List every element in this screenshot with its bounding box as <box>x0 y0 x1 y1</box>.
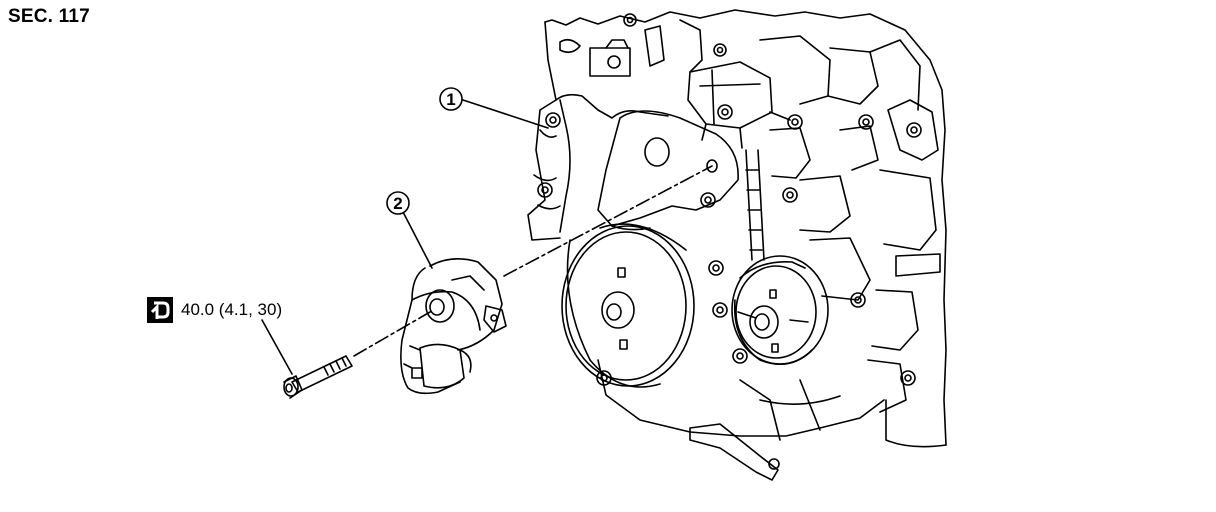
section-title: SEC. 117 <box>8 6 90 27</box>
tensioner-bolt <box>283 355 353 399</box>
torque-spec: 40.0 (4.1, 30) <box>147 297 282 323</box>
torque-wrench-icon <box>147 297 173 323</box>
idler-pulley <box>731 255 829 366</box>
svg-text:2: 2 <box>393 194 402 213</box>
callout-2: 2 <box>386 191 410 215</box>
crankshaft-pulley <box>561 223 695 388</box>
drive-belt-auto-tensioner <box>400 258 507 395</box>
svg-text:1: 1 <box>446 90 455 109</box>
torque-value: 40.0 (4.1, 30) <box>181 300 283 319</box>
engine-block <box>527 9 947 481</box>
engine-bolts <box>537 13 922 386</box>
callout-1: 1 <box>439 87 463 111</box>
